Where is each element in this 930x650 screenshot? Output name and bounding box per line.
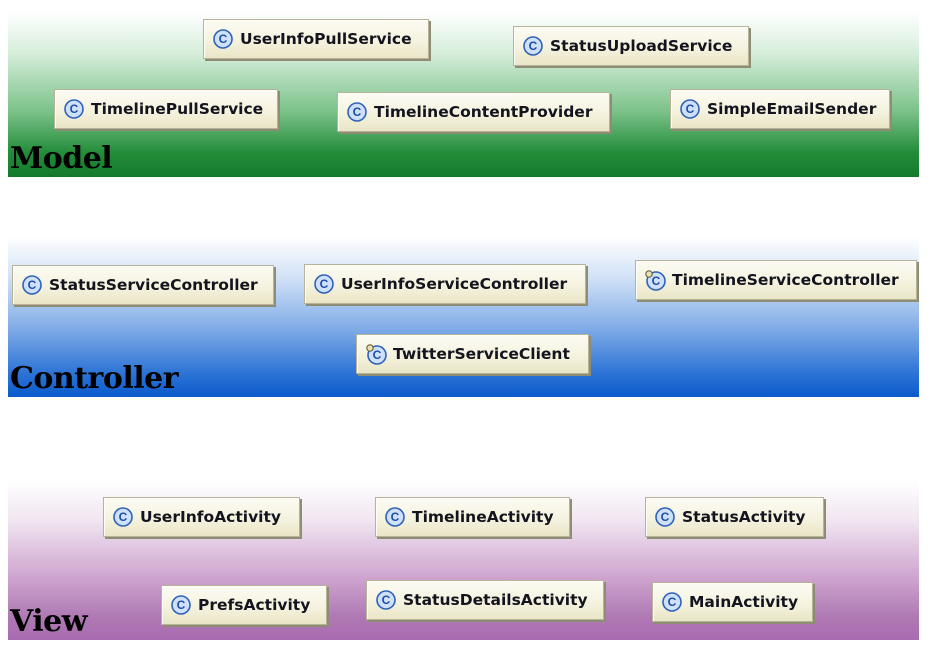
svg-text:C: C: [652, 274, 661, 288]
svg-text:C: C: [320, 277, 329, 291]
class-name: TimelineServiceController: [672, 271, 899, 289]
class-c-icon: C: [661, 591, 683, 613]
class-box-timelineactivity[interactable]: C TimelineActivity: [375, 497, 570, 537]
class-name: StatusServiceController: [49, 276, 258, 294]
class-name: SimpleEmailSender: [707, 100, 877, 118]
class-c-icon: C: [21, 274, 43, 296]
class-name: TimelineContentProvider: [374, 103, 593, 121]
class-box-timelineservicecontroller[interactable]: C TimelineServiceController: [635, 260, 917, 300]
class-box-twitterserviceclient[interactable]: C TwitterServiceClient: [356, 334, 589, 374]
class-name: PrefsActivity: [198, 596, 311, 614]
class-box-statusactivity[interactable]: C StatusActivity: [645, 497, 824, 537]
layer-title-model: Model: [10, 141, 113, 176]
layer-title-controller: Controller: [10, 361, 179, 396]
model-layer: C UserInfoPullService C StatusUploadServ…: [8, 12, 919, 177]
svg-text:C: C: [119, 510, 128, 524]
class-c-icon: C: [346, 101, 368, 123]
class-c-icon: C: [522, 35, 544, 57]
class-c-icon: C: [112, 506, 134, 528]
class-box-statusdetailsactivity[interactable]: C StatusDetailsActivity: [366, 580, 604, 620]
svg-text:C: C: [353, 105, 362, 119]
layer-title-view: View: [10, 604, 88, 639]
class-box-mainactivity[interactable]: C MainActivity: [652, 582, 813, 622]
svg-text:C: C: [70, 102, 79, 116]
class-c-icon: C: [654, 506, 676, 528]
view-layer: C UserInfoActivity C TimelineActivity C …: [8, 480, 919, 640]
class-name: TimelinePullService: [91, 100, 264, 118]
class-box-simpleemailsender[interactable]: C SimpleEmailSender: [670, 89, 890, 129]
class-name: UserInfoPullService: [240, 30, 412, 48]
class-box-userinfopullservice[interactable]: C UserInfoPullService: [203, 19, 429, 59]
abstract-class-icon: C: [644, 269, 666, 291]
class-name: TimelineActivity: [412, 508, 554, 526]
class-c-icon: C: [384, 506, 406, 528]
class-box-timelinecontentprovider[interactable]: C TimelineContentProvider: [337, 92, 610, 132]
svg-text:C: C: [529, 39, 538, 53]
class-box-userinfoservicecontroller[interactable]: C UserInfoServiceController: [304, 264, 586, 304]
svg-text:C: C: [28, 278, 37, 292]
class-c-icon: C: [63, 98, 85, 120]
class-c-icon: C: [679, 98, 701, 120]
svg-text:C: C: [668, 595, 677, 609]
svg-text:C: C: [661, 510, 670, 524]
svg-text:C: C: [219, 32, 228, 46]
class-box-statusuploadservice[interactable]: C StatusUploadService: [513, 26, 749, 66]
class-box-timelinepullservice[interactable]: C TimelinePullService: [54, 89, 278, 129]
class-box-userinfoactivity[interactable]: C UserInfoActivity: [103, 497, 300, 537]
controller-layer: C StatusServiceController C UserInfoServ…: [8, 237, 919, 397]
class-name: StatusUploadService: [550, 37, 733, 55]
class-c-icon: C: [375, 589, 397, 611]
class-c-icon: C: [313, 273, 335, 295]
class-c-icon: C: [170, 594, 192, 616]
class-name: UserInfoServiceController: [341, 275, 568, 293]
svg-text:C: C: [391, 510, 400, 524]
svg-text:C: C: [382, 593, 391, 607]
svg-text:C: C: [177, 598, 186, 612]
class-name: TwitterServiceClient: [393, 345, 570, 363]
class-name: StatusActivity: [682, 508, 806, 526]
class-name: StatusDetailsActivity: [403, 591, 588, 609]
class-box-prefsactivity[interactable]: C PrefsActivity: [161, 585, 327, 625]
class-box-statusservicecontroller[interactable]: C StatusServiceController: [12, 265, 274, 305]
class-name: MainActivity: [689, 593, 799, 611]
class-name: UserInfoActivity: [140, 508, 281, 526]
svg-text:C: C: [686, 102, 695, 116]
abstract-class-icon: C: [365, 343, 387, 365]
svg-text:C: C: [373, 348, 382, 362]
class-c-icon: C: [212, 28, 234, 50]
